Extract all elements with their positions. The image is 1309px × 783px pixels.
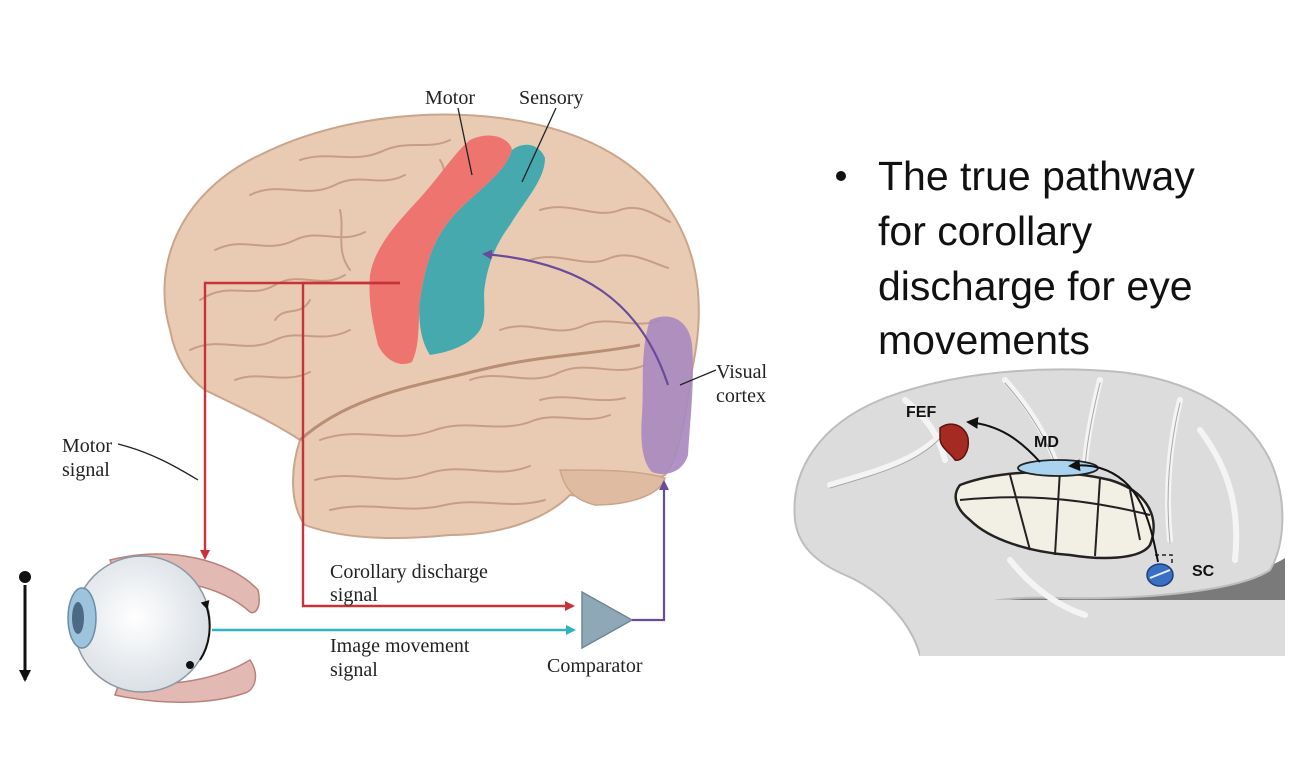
label-leaders bbox=[117, 107, 717, 481]
gyri-texture bbox=[189, 139, 671, 511]
comparator-to-visual-arrow bbox=[632, 480, 669, 622]
bullet-line-1: The true pathway bbox=[878, 153, 1195, 199]
bullet-line-3: discharge for eye bbox=[878, 263, 1193, 309]
corollary-discharge-line bbox=[301, 281, 575, 611]
motor-signal-pathway bbox=[200, 281, 575, 611]
bullet-line-2: for corollary bbox=[878, 208, 1093, 254]
motor-signal-label-line1: Motor bbox=[62, 435, 112, 457]
md-label: MD bbox=[1034, 434, 1059, 451]
bullet-block: The true pathway for corollary discharge… bbox=[836, 153, 1195, 363]
image-movement-label-line1: Image movement bbox=[330, 635, 470, 657]
eye-illustration bbox=[67, 553, 260, 703]
md-nucleus bbox=[1017, 459, 1099, 477]
fef-region bbox=[939, 423, 970, 461]
schematic-brain bbox=[793, 368, 1285, 656]
brain-illustration bbox=[163, 113, 700, 539]
thalamus-subdivisions bbox=[959, 469, 1151, 557]
visual-to-sensory-arrow bbox=[482, 249, 670, 386]
comparator-label: Comparator bbox=[547, 655, 643, 677]
visual-cortex-label-line1: Visual bbox=[716, 361, 767, 383]
sc-to-md-pathway bbox=[1068, 459, 1159, 563]
bullet-dot bbox=[836, 171, 846, 181]
sensory-label: Sensory bbox=[519, 87, 583, 109]
image-movement-label-line2: signal bbox=[330, 659, 378, 681]
eye-rotation-arc bbox=[199, 600, 211, 661]
schematic-lower-fill bbox=[920, 600, 1285, 656]
sc-label: SC bbox=[1192, 563, 1215, 580]
sc-bracket bbox=[1155, 554, 1173, 566]
retina-dot bbox=[186, 661, 194, 669]
visual-cortex-label-line2: cortex bbox=[716, 385, 766, 407]
eye-movement-indicator bbox=[19, 571, 31, 682]
fef-label: FEF bbox=[906, 404, 936, 421]
cerebellum bbox=[559, 469, 666, 506]
pupil bbox=[72, 602, 84, 634]
lateral-sulcus bbox=[298, 343, 641, 442]
motor-signal-label-line2: signal bbox=[62, 459, 110, 481]
corollary-discharge-label-line2: signal bbox=[330, 584, 378, 606]
comparator-triangle bbox=[581, 590, 634, 650]
motor-cortex bbox=[369, 135, 512, 365]
motor-label: Motor bbox=[425, 87, 475, 109]
corollary-discharge-label-line1: Corollary discharge bbox=[330, 561, 488, 583]
sc-stripe bbox=[1149, 569, 1171, 579]
md-to-fef-pathway bbox=[966, 416, 1041, 463]
visual-cortex bbox=[641, 316, 693, 475]
bullet-line-4: movements bbox=[878, 317, 1090, 363]
